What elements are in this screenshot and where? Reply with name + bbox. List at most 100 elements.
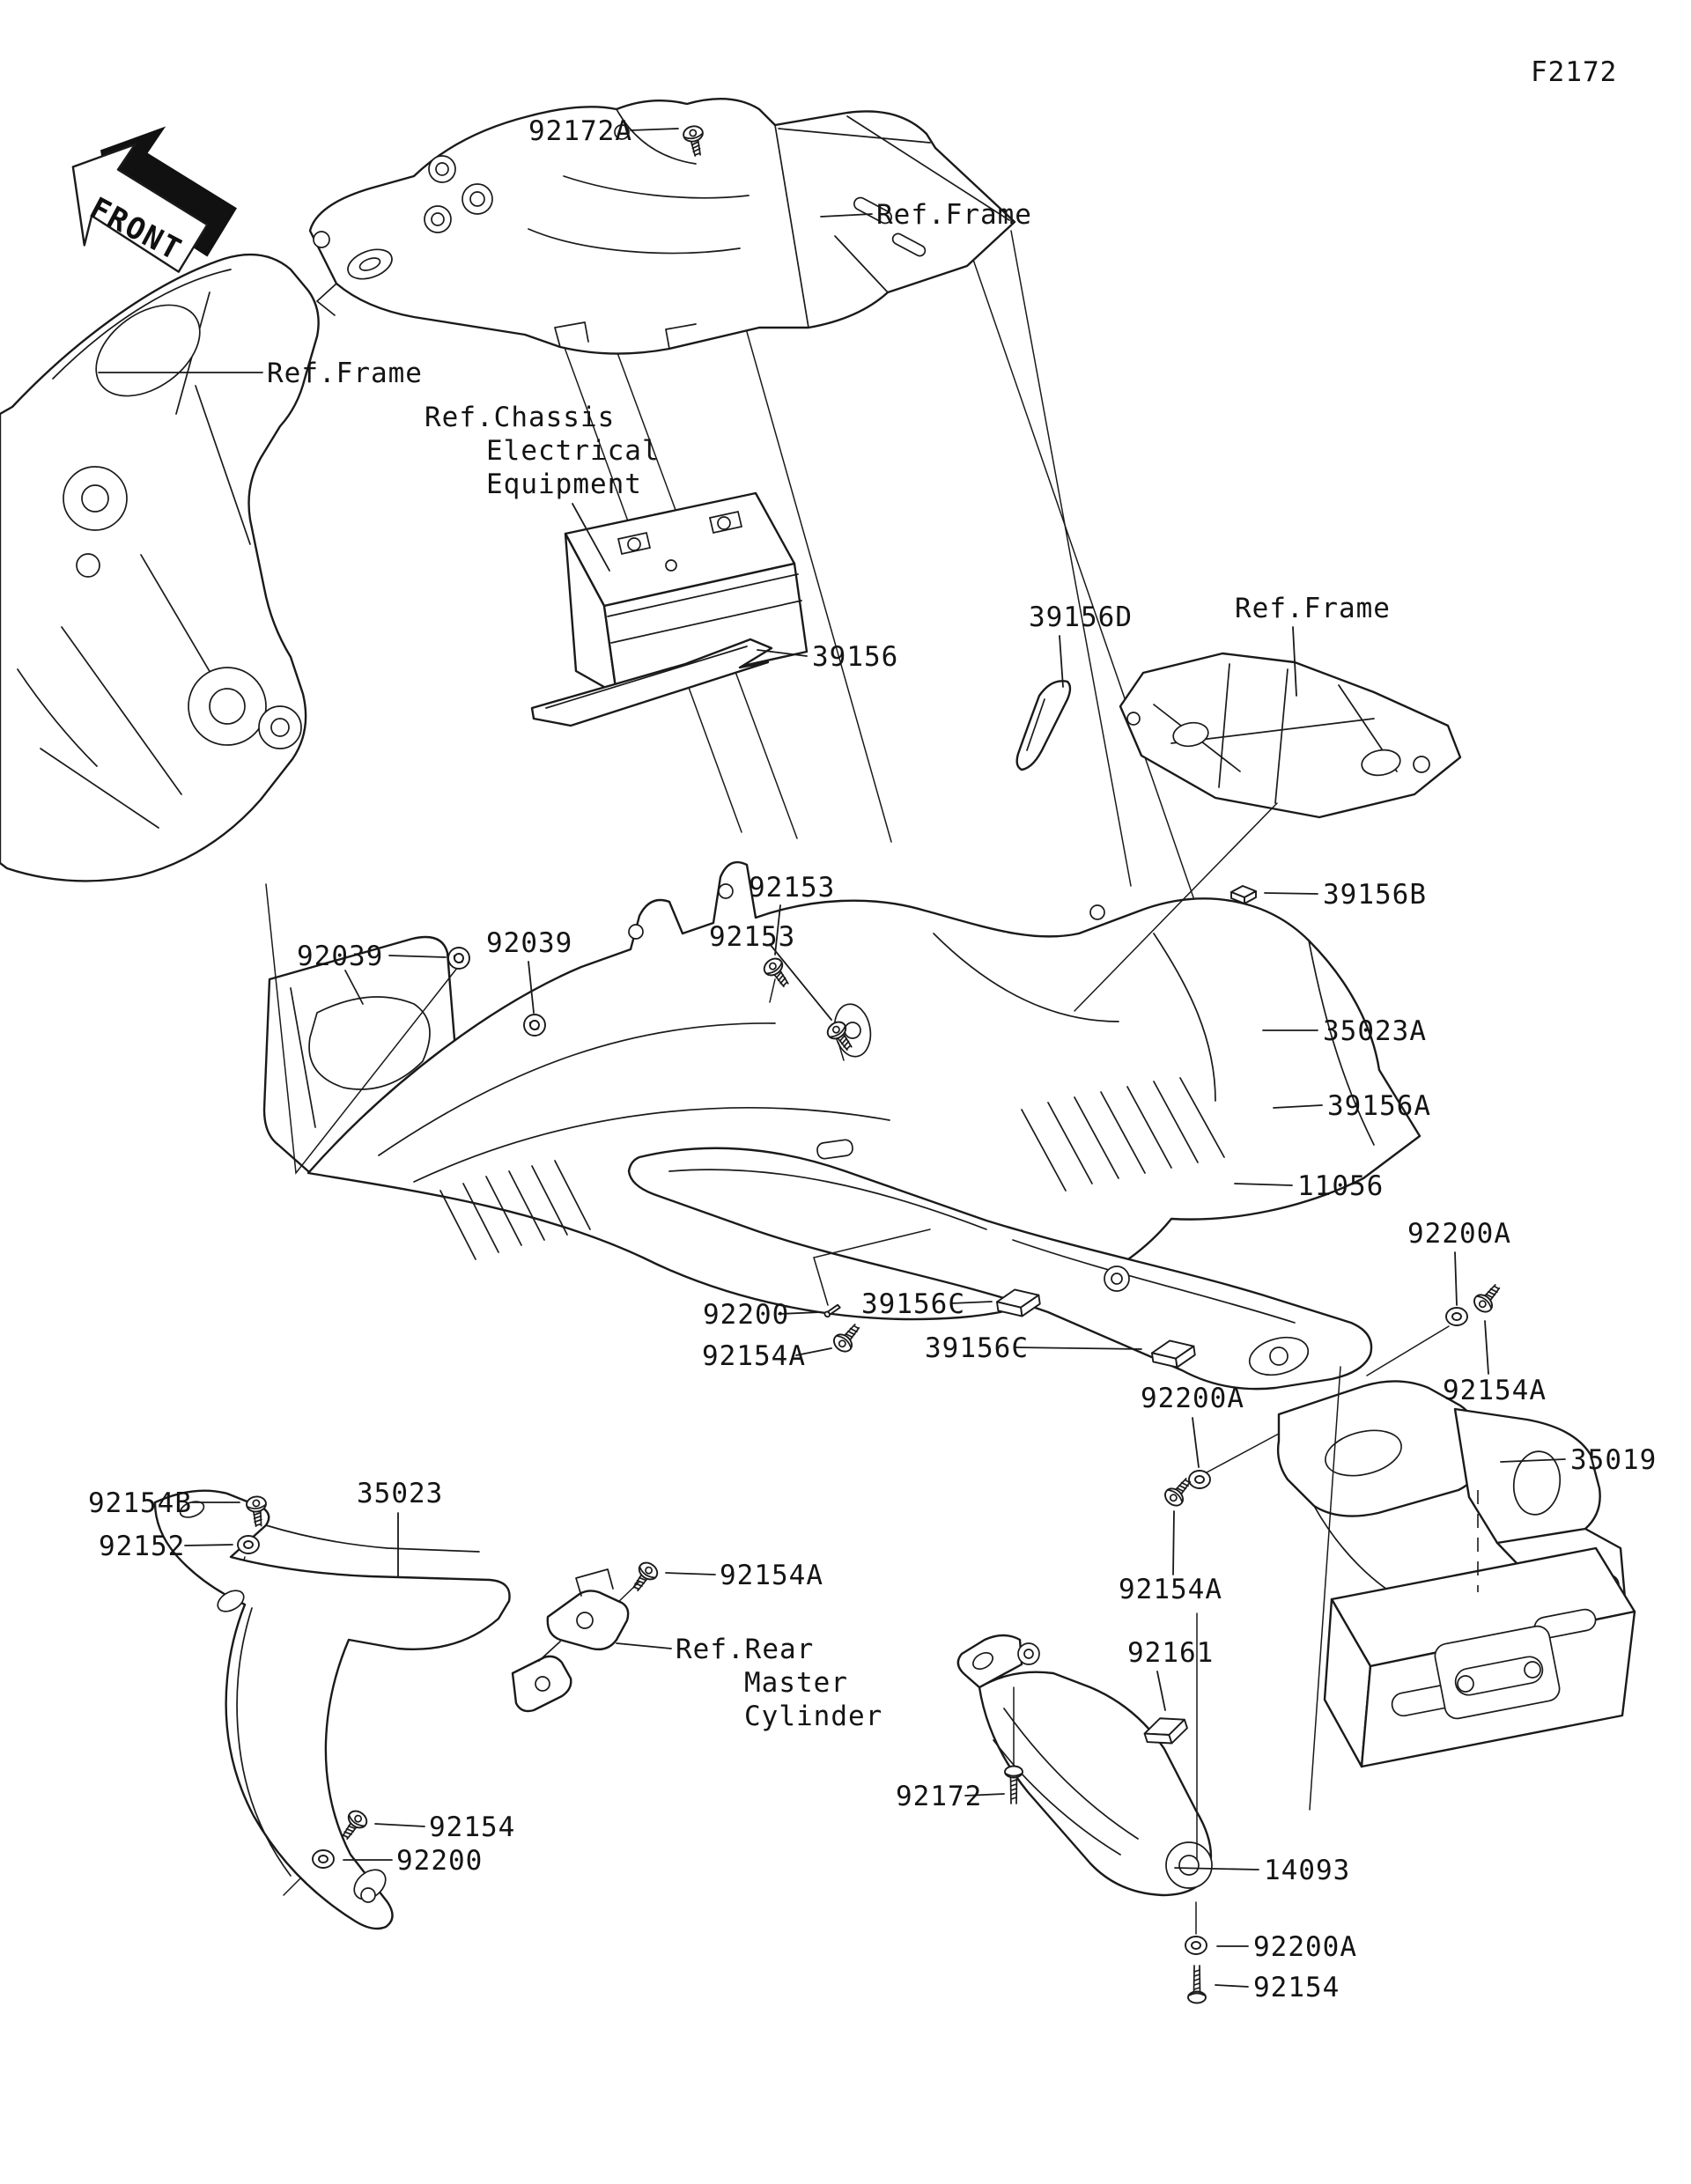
- part-label-ref-frame-top: Ref.Frame: [820, 199, 1032, 231]
- label-text: 92200A: [1253, 1931, 1357, 1963]
- leader-line: [1174, 1867, 1259, 1870]
- label-text: 39156B: [1323, 879, 1427, 911]
- leader-line: [964, 1793, 1005, 1797]
- part-label-14093: 14093: [1174, 1855, 1349, 1886]
- label-text: 35023: [357, 1478, 443, 1509]
- label-text: 39156: [812, 641, 898, 673]
- leader-line: [1014, 1347, 1142, 1350]
- bolt-92154a-left-icon: [626, 1558, 661, 1596]
- leader-line: [616, 1642, 672, 1649]
- washer-92200a-mid-icon: [1188, 1470, 1211, 1489]
- label-text: 92154: [429, 1811, 515, 1843]
- part-label-92154a-bottom-mid: 92154A: [1119, 1510, 1222, 1605]
- part-label-92200-mid: 92200: [703, 1299, 822, 1331]
- battery-unit: [564, 491, 809, 696]
- label-text: Electrical: [486, 435, 660, 467]
- leader-line: [1234, 1183, 1293, 1186]
- part-label-92154-bottom: 92154: [1215, 1972, 1340, 2003]
- part-label-ref-frame-left: Ref.Frame: [98, 358, 423, 389]
- leader-line: [1454, 1251, 1458, 1306]
- label-text: 92152: [99, 1531, 185, 1562]
- part-label-92154-bottom-left: 92154: [374, 1811, 515, 1843]
- washer-92200-bottom-left-icon: [312, 1849, 335, 1869]
- construction-line: [813, 1228, 931, 1306]
- part-label-92154a-right: 92154A: [1443, 1320, 1546, 1406]
- construction-line: [1366, 1325, 1450, 1376]
- part-label-ref-frame-right: Ref.Frame: [1235, 593, 1391, 697]
- construction-line: [1010, 230, 1132, 887]
- leader-line: [528, 961, 535, 1014]
- part-label-92153-upper: 92153: [749, 872, 834, 956]
- part-label-92154b: 92154B: [88, 1487, 240, 1519]
- grab-rail-35023: [153, 1489, 511, 1930]
- part-label-92200a-mid: 92200A: [1141, 1383, 1244, 1468]
- part-label-39156c-upper: 39156C: [861, 1288, 993, 1320]
- leader-line: [184, 1544, 233, 1546]
- rivet-92039-right-icon: [523, 1014, 546, 1037]
- leader-line: [374, 1823, 425, 1827]
- leader-line: [757, 649, 808, 657]
- washer-92152-icon: [237, 1535, 260, 1554]
- leader-line: [778, 1311, 822, 1315]
- leader-line: [1192, 1417, 1200, 1468]
- construction-line: [1206, 1433, 1280, 1473]
- label-text: Cylinder: [744, 1701, 882, 1732]
- top-frame-bracket: [308, 98, 1016, 355]
- label-text: Master: [744, 1667, 848, 1699]
- label-text: Ref.Frame: [1235, 593, 1391, 624]
- label-text: 92161: [1127, 1637, 1214, 1669]
- damper-sheet-39156: [530, 638, 773, 727]
- part-label-92039-right: 92039: [486, 927, 572, 1014]
- leader-line: [795, 1347, 832, 1356]
- leader-line: [820, 213, 873, 218]
- construction-line: [265, 883, 459, 1175]
- label-text: Equipment: [486, 469, 642, 500]
- label-text: 35019: [1570, 1444, 1657, 1476]
- label-text: 92154B: [88, 1487, 192, 1519]
- label-text: 92154: [1253, 1972, 1340, 2003]
- part-label-35023a: 35023A: [1262, 1015, 1427, 1047]
- label-text: F2172: [1531, 56, 1617, 88]
- construction-lines-over: [265, 802, 1341, 1935]
- front-direction-arrow: FRONT: [71, 126, 237, 273]
- leader-line: [1292, 626, 1297, 697]
- part-label-92200a-right: 92200A: [1407, 1218, 1511, 1306]
- construction-line: [1074, 802, 1278, 1012]
- part-label-92154a-mid: 92154A: [702, 1340, 832, 1372]
- leader-line: [769, 943, 832, 1021]
- callout-labels: F217292172ARef.FrameRef.FrameRef.Chassis…: [88, 56, 1657, 2003]
- construction-line: [769, 978, 776, 1003]
- part-label-92172-bottom: 92172: [896, 1781, 1005, 1812]
- label-text: Ref.Frame: [267, 358, 423, 389]
- washer-92200a-right-icon: [1445, 1307, 1468, 1326]
- label-text: Ref.Frame: [876, 199, 1032, 231]
- part-label-39156b: 39156B: [1264, 879, 1427, 911]
- label-text: 35023A: [1323, 1015, 1427, 1047]
- label-text: 92039: [297, 941, 383, 972]
- label-text: 39156C: [861, 1288, 965, 1320]
- leader-line: [1156, 1671, 1166, 1711]
- label-text: 92172A: [528, 115, 632, 147]
- part-label-39156c-lower: 39156C: [925, 1332, 1142, 1364]
- part-label-92152: 92152: [99, 1531, 233, 1562]
- leader-line: [1264, 892, 1318, 895]
- part-label-39156d: 39156D: [1029, 601, 1133, 688]
- right-frame-bracket: [1119, 652, 1462, 819]
- label-text: Ref.Chassis: [425, 402, 615, 433]
- trim-strip-39156d: [1015, 680, 1072, 771]
- part-label-35023: 35023: [357, 1478, 443, 1577]
- part-label-39156: 39156: [757, 641, 898, 673]
- leader-line: [1484, 1320, 1489, 1375]
- construction-line: [1309, 1366, 1341, 1811]
- label-text: 39156A: [1327, 1090, 1431, 1122]
- label-text: 39156D: [1029, 601, 1133, 633]
- label-text: 92200A: [1407, 1218, 1511, 1250]
- part-label-92200-bottom-left: 92200: [343, 1845, 482, 1877]
- screw-92154a-right-icon: [1470, 1279, 1506, 1317]
- label-text: 92200: [703, 1299, 789, 1331]
- taillight-unit: [1323, 1546, 1636, 1768]
- rear-cover-14093: [956, 1634, 1213, 1897]
- leader-line: [1059, 635, 1064, 688]
- part-label-92154a-left: 92154A: [665, 1560, 823, 1591]
